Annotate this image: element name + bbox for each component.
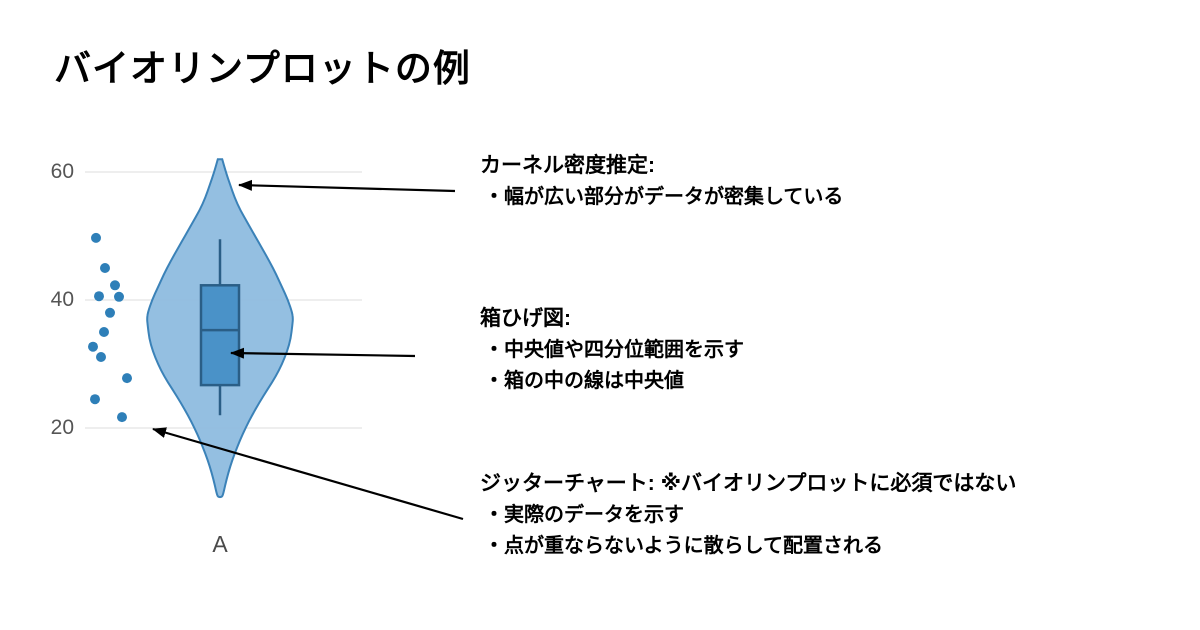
y-tick-label: 60 bbox=[50, 160, 74, 183]
jitter-point bbox=[94, 291, 104, 302]
jitter-point bbox=[90, 394, 100, 405]
jitter-point bbox=[122, 373, 132, 384]
x-category-label: A bbox=[212, 531, 228, 557]
jitter-point bbox=[100, 263, 110, 273]
y-tick-label: 40 bbox=[50, 288, 74, 311]
jitter-point bbox=[88, 341, 98, 352]
annotation-jitter-bullet: ・点が重ならないように散らして配置される bbox=[484, 535, 883, 557]
jitter-point bbox=[99, 327, 109, 337]
annotation-boxplot: 箱ひげ図: ・中央値や四分位範囲を示す ・箱の中の線は中央値 bbox=[480, 303, 744, 397]
jitter-point bbox=[105, 307, 115, 318]
annotation-boxplot-bullet: ・中央値や四分位範囲を示す bbox=[484, 339, 744, 361]
jitter-point bbox=[110, 280, 120, 291]
y-tick-label: 20 bbox=[50, 416, 74, 439]
box-iqr bbox=[199, 284, 241, 387]
jitter-point bbox=[117, 412, 127, 423]
annotation-jitter: ジッターチャート: ※バイオリンプロットに必須ではない ・実際のデータを示す ・… bbox=[480, 468, 1016, 562]
annotation-kde: カーネル密度推定: ・幅が広い部分がデータが密集している bbox=[480, 150, 843, 213]
violin-chart bbox=[40, 140, 420, 570]
annotation-boxplot-heading: 箱ひげ図: bbox=[480, 307, 571, 330]
violin-plot-svg bbox=[85, 158, 362, 499]
jitter-point bbox=[96, 352, 106, 362]
jitter-point bbox=[91, 232, 101, 243]
jitter-point bbox=[114, 291, 124, 302]
annotation-jitter-heading: ジッターチャート: ※バイオリンプロットに必須ではない bbox=[480, 472, 1017, 495]
annotation-kde-bullet: ・幅が広い部分がデータが密集している bbox=[484, 186, 844, 208]
annotation-kde-heading: カーネル密度推定: bbox=[480, 154, 655, 177]
annotation-boxplot-bullet: ・箱の中の線は中央値 bbox=[484, 370, 684, 392]
page-title: バイオリンプロットの例 bbox=[54, 48, 471, 89]
annotation-jitter-bullet: ・実際のデータを示す bbox=[484, 504, 684, 526]
